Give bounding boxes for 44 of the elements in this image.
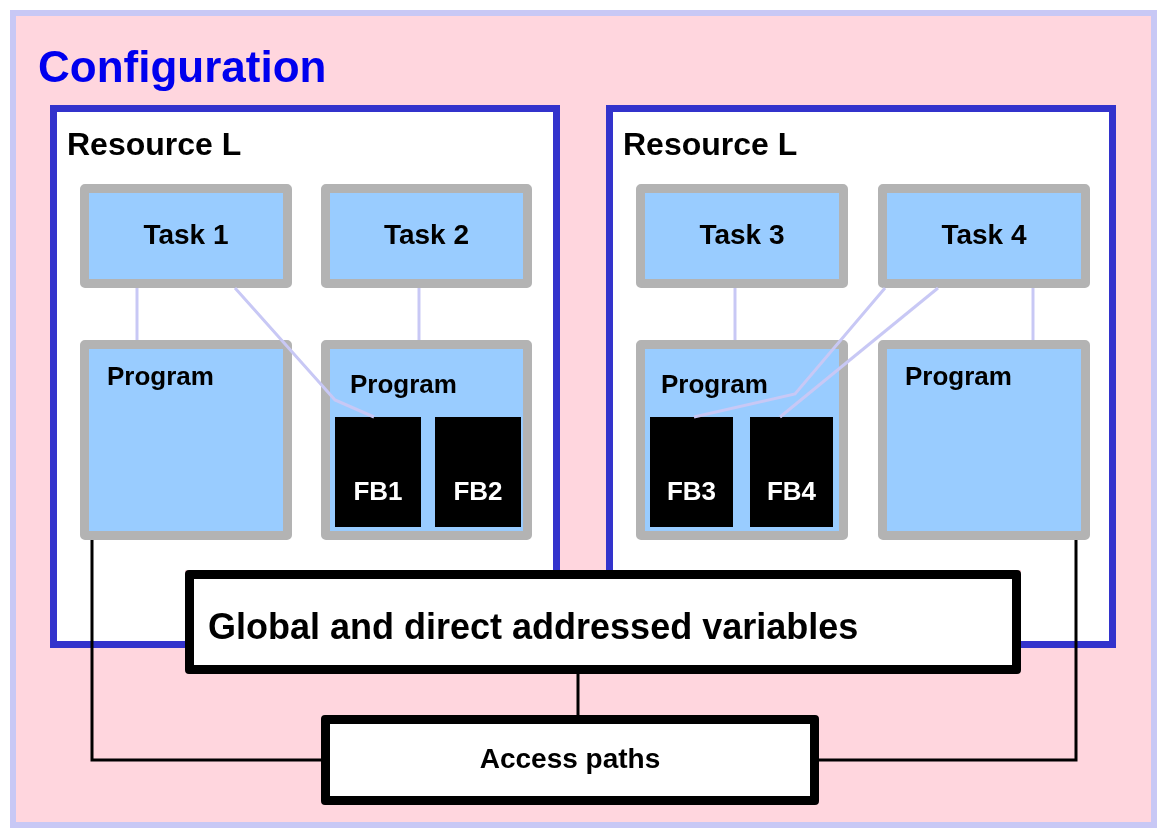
configuration-panel <box>10 10 1157 828</box>
connector-line <box>1031 288 1035 340</box>
connector-line <box>576 674 580 715</box>
connector-line <box>693 287 887 419</box>
box-label: Global and direct addressed variables <box>208 605 859 648</box>
task-box <box>80 184 292 288</box>
function-block <box>335 417 421 527</box>
box-label: Program <box>350 369 457 400</box>
connector-line <box>135 288 139 340</box>
panel-title: Configuration <box>38 42 327 92</box>
task-box <box>878 184 1090 288</box>
box-label: Task 3 <box>698 219 786 252</box>
connector-line <box>733 288 737 340</box>
box-label: Task 2 <box>382 219 471 252</box>
connector-line <box>819 540 1078 762</box>
function-block <box>650 417 733 527</box>
connector-line <box>779 286 939 419</box>
resource-panel <box>606 105 1116 570</box>
program-box <box>80 340 292 540</box>
function-block <box>435 417 521 527</box>
connector-line <box>417 288 421 340</box>
box-label: FB2 <box>452 476 504 507</box>
panel-title: Resource L <box>623 126 798 163</box>
task-box <box>321 184 532 288</box>
box-label: Access paths <box>478 743 662 776</box>
box-label: FB3 <box>665 476 718 507</box>
box-label: Task 4 <box>940 219 1028 252</box>
program-box <box>636 340 848 540</box>
program-box <box>878 340 1090 540</box>
task-box <box>636 184 848 288</box>
box-label: Program <box>905 361 1012 392</box>
box-label: FB4 <box>765 476 818 507</box>
box-label: Program <box>661 369 768 400</box>
variables-box <box>185 570 1021 674</box>
box-label: Program <box>107 361 214 392</box>
program-box <box>321 340 532 540</box>
connector-line <box>90 540 321 762</box>
connector-line <box>233 287 375 419</box>
access-paths-box <box>321 715 819 805</box>
box-label: FB1 <box>352 476 404 507</box>
function-block <box>750 417 833 527</box>
panel-title: Resource L <box>67 126 242 163</box>
resource-panel <box>50 105 560 570</box>
box-label: Task 1 <box>142 219 230 252</box>
